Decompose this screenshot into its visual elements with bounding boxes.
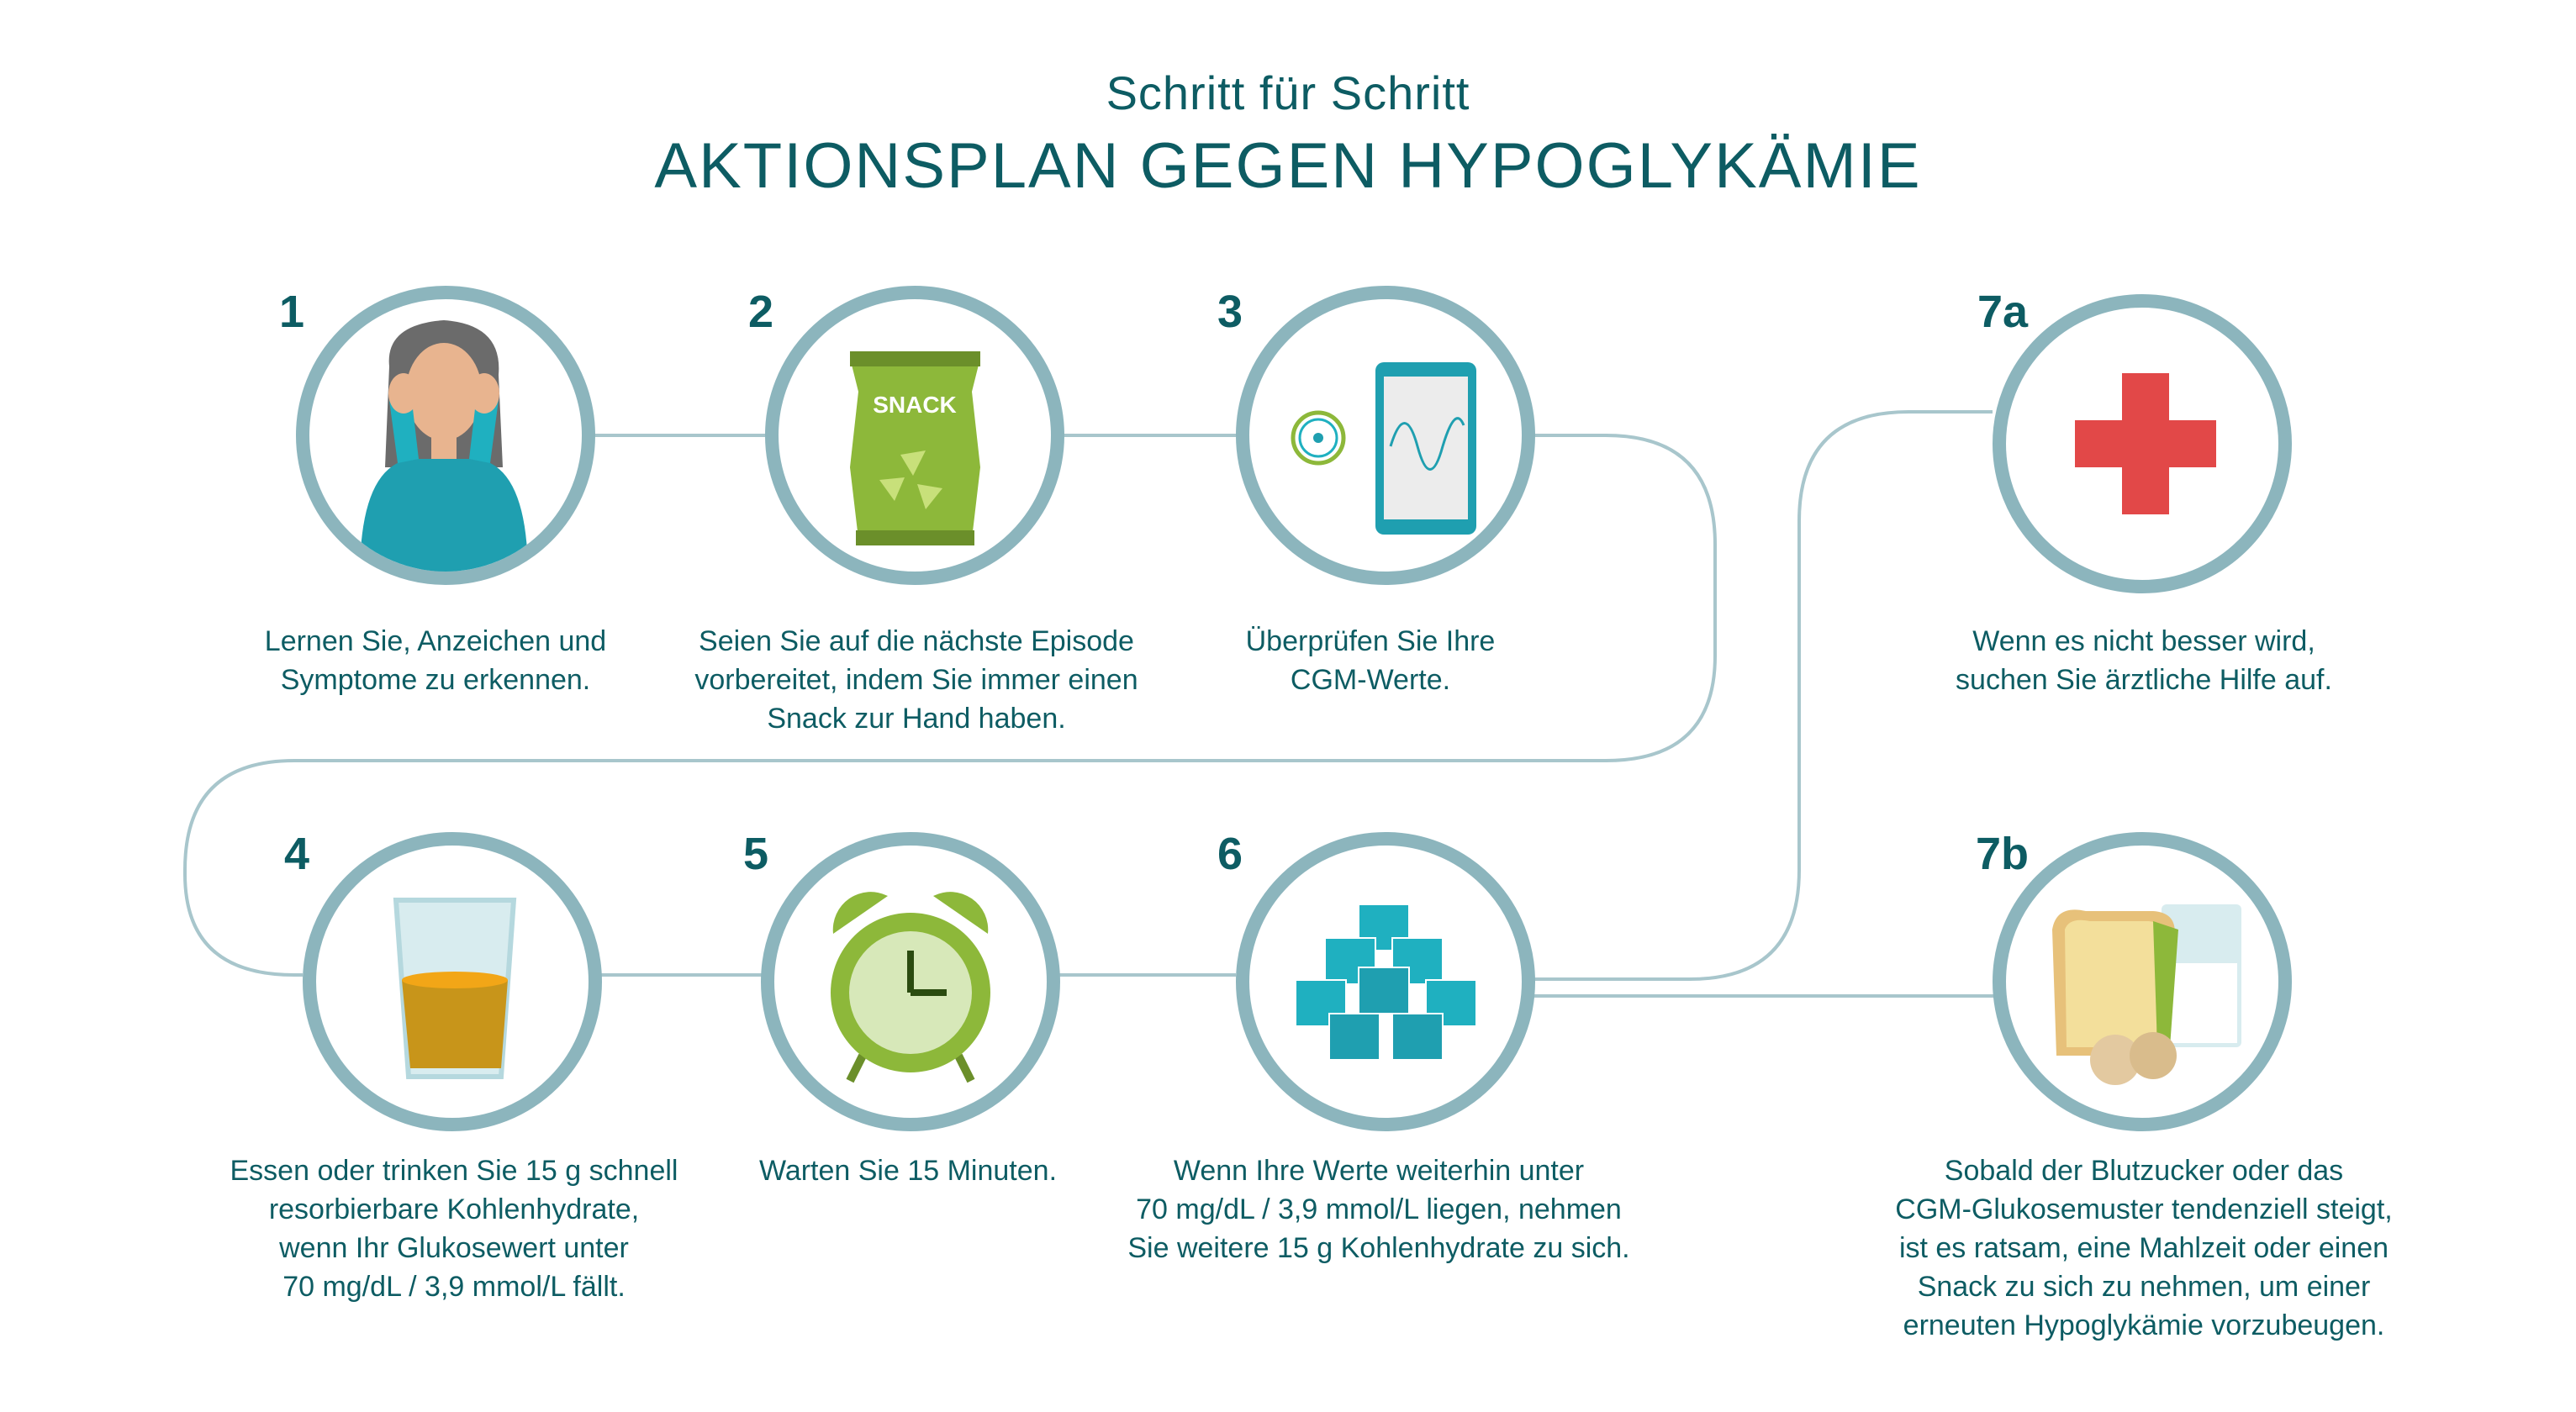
- step-2-circle: SNACK: [765, 286, 1064, 585]
- step-5-circle: [761, 832, 1060, 1131]
- page-subtitle: Schritt für Schritt: [1106, 66, 1470, 119]
- juice-glass-icon: [393, 898, 517, 1079]
- step-6-number: 6: [1217, 829, 1243, 879]
- red-cross-icon: [2075, 373, 2216, 514]
- snack-bag-icon: SNACK: [850, 351, 980, 545]
- step-3-circle: [1236, 286, 1535, 585]
- alarm-clock-icon: [831, 892, 990, 1083]
- step-2-number: 2: [748, 287, 774, 337]
- step-4-number: 4: [284, 829, 310, 879]
- snack-label: SNACK: [873, 392, 957, 418]
- step-1-number: 1: [279, 287, 305, 337]
- sugar-cubes-icon: [1295, 904, 1477, 1061]
- step-7a-number: 7a: [1977, 287, 2029, 337]
- step-7a-circle: [1993, 294, 2292, 593]
- step-7b-number: 7b: [1976, 829, 2030, 879]
- stressed-woman-icon: [360, 320, 528, 572]
- step-3-number: 3: [1217, 287, 1243, 337]
- cgm-phone-icon: [1291, 362, 1476, 535]
- step-1-circle: [296, 286, 595, 585]
- sandwich-milk-icon: [2052, 904, 2241, 1085]
- step-6-circle: [1236, 832, 1535, 1131]
- step-5-text: Warten Sie 15 Minuten.: [758, 1155, 1058, 1187]
- step-4-circle: [303, 832, 602, 1131]
- step-7b-circle: [1993, 832, 2292, 1131]
- step-5-number: 5: [743, 829, 769, 879]
- step-7a-text: Wenn es nicht besser wird,suchen Sie ärz…: [1956, 625, 2332, 696]
- page-title: AKTIONSPLAN GEGEN HYPOGLYKÄMIE: [654, 130, 1922, 202]
